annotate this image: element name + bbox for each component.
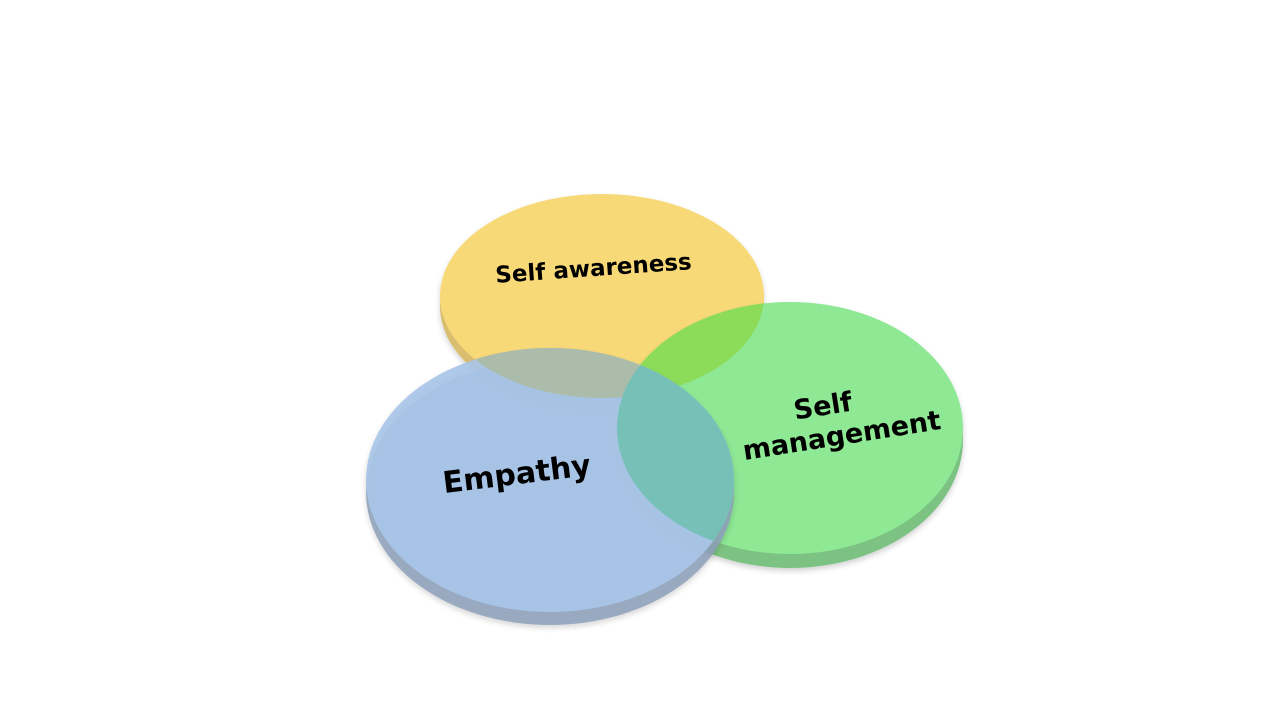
overlap-awareness-management <box>617 302 764 398</box>
